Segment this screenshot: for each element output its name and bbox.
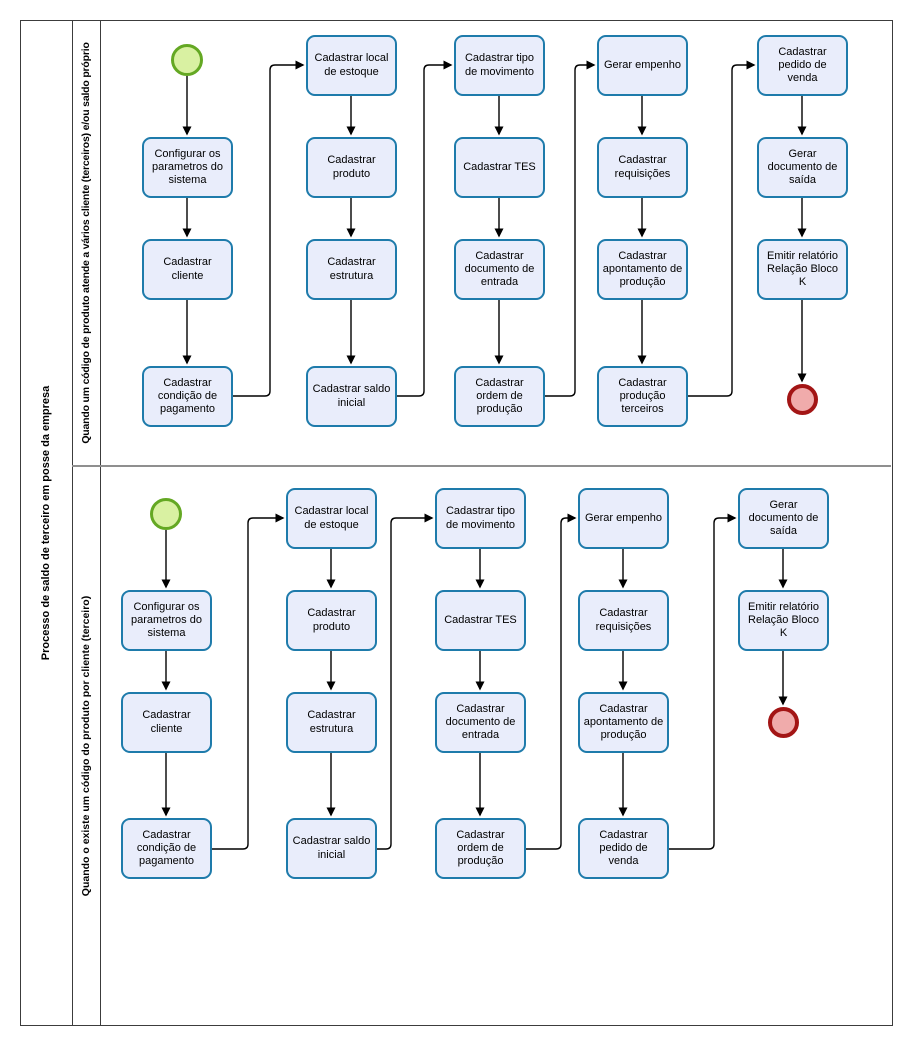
task-cadastrar-ordem-producao: Cadastrar ordem de produção <box>435 818 526 879</box>
task-cadastrar-requisicoes: Cadastrar requisições <box>597 137 688 198</box>
sequence-flow-arrow <box>545 60 596 397</box>
task-configurar-parametros: Configurar os parametros do sistema <box>142 137 233 198</box>
task-cadastrar-ordem-producao: Cadastrar ordem de produção <box>454 366 545 427</box>
task-cadastrar-produto: Cadastrar produto <box>306 137 397 198</box>
task-cadastrar-tes: Cadastrar TES <box>454 137 545 198</box>
task-gerar-documento-saida: Gerar documento de saída <box>738 488 829 549</box>
end-event-circle <box>768 707 799 738</box>
sequence-flow-arrow <box>526 513 577 850</box>
task-cadastrar-documento-entrada: Cadastrar documento de entrada <box>435 692 526 753</box>
sequence-flow-arrow <box>377 513 434 850</box>
lane-divider <box>72 465 891 467</box>
task-cadastrar-requisicoes: Cadastrar requisições <box>578 590 669 651</box>
task-cadastrar-cliente: Cadastrar cliente <box>121 692 212 753</box>
task-cadastrar-estrutura: Cadastrar estrutura <box>306 239 397 300</box>
task-cadastrar-condicao-pagamento: Cadastrar condição de pagamento <box>121 818 212 879</box>
end-event-circle <box>787 384 818 415</box>
task-emitir-relatorio-bloco-k: Emitir relatório Relação Bloco K <box>738 590 829 651</box>
task-cadastrar-cliente: Cadastrar cliente <box>142 239 233 300</box>
task-cadastrar-tipo-movimento: Cadastrar tipo de movimento <box>435 488 526 549</box>
task-cadastrar-local-estoque: Cadastrar local de estoque <box>306 35 397 96</box>
sequence-flow-arrow <box>233 60 305 397</box>
task-cadastrar-documento-entrada: Cadastrar documento de entrada <box>454 239 545 300</box>
task-gerar-documento-saida: Gerar documento de saída <box>757 137 848 198</box>
task-gerar-empenho: Gerar empenho <box>597 35 688 96</box>
task-cadastrar-saldo-inicial: Cadastrar saldo inicial <box>306 366 397 427</box>
task-cadastrar-producao-terceiros: Cadastrar produção terceiros <box>597 366 688 427</box>
sequence-flow-arrow <box>397 60 453 397</box>
task-cadastrar-pedido-venda: Cadastrar pedido de venda <box>578 818 669 879</box>
task-cadastrar-local-estoque: Cadastrar local de estoque <box>286 488 377 549</box>
task-cadastrar-pedido-venda: Cadastrar pedido de venda <box>757 35 848 96</box>
task-cadastrar-condicao-pagamento: Cadastrar condição de pagamento <box>142 366 233 427</box>
task-cadastrar-tipo-movimento: Cadastrar tipo de movimento <box>454 35 545 96</box>
task-cadastrar-tes: Cadastrar TES <box>435 590 526 651</box>
sequence-flow-arrow <box>688 60 756 397</box>
task-cadastrar-saldo-inicial: Cadastrar saldo inicial <box>286 818 377 879</box>
task-cadastrar-estrutura: Cadastrar estrutura <box>286 692 377 753</box>
start-event-circle <box>150 498 182 530</box>
lane-label-divider <box>100 20 101 1025</box>
task-configurar-parametros: Configurar os parametros do sistema <box>121 590 212 651</box>
task-cadastrar-apontamento-producao: Cadastrar apontamento de produção <box>597 239 688 300</box>
task-cadastrar-apontamento-producao: Cadastrar apontamento de produção <box>578 692 669 753</box>
pool-title-divider <box>72 20 73 1025</box>
task-emitir-relatorio-bloco-k: Emitir relatório Relação Bloco K <box>757 239 848 300</box>
sequence-flow-arrow <box>669 513 737 850</box>
start-event-circle <box>171 44 203 76</box>
task-cadastrar-produto: Cadastrar produto <box>286 590 377 651</box>
pool-border <box>20 20 893 1026</box>
task-gerar-empenho: Gerar empenho <box>578 488 669 549</box>
sequence-flow-arrow <box>212 513 285 850</box>
